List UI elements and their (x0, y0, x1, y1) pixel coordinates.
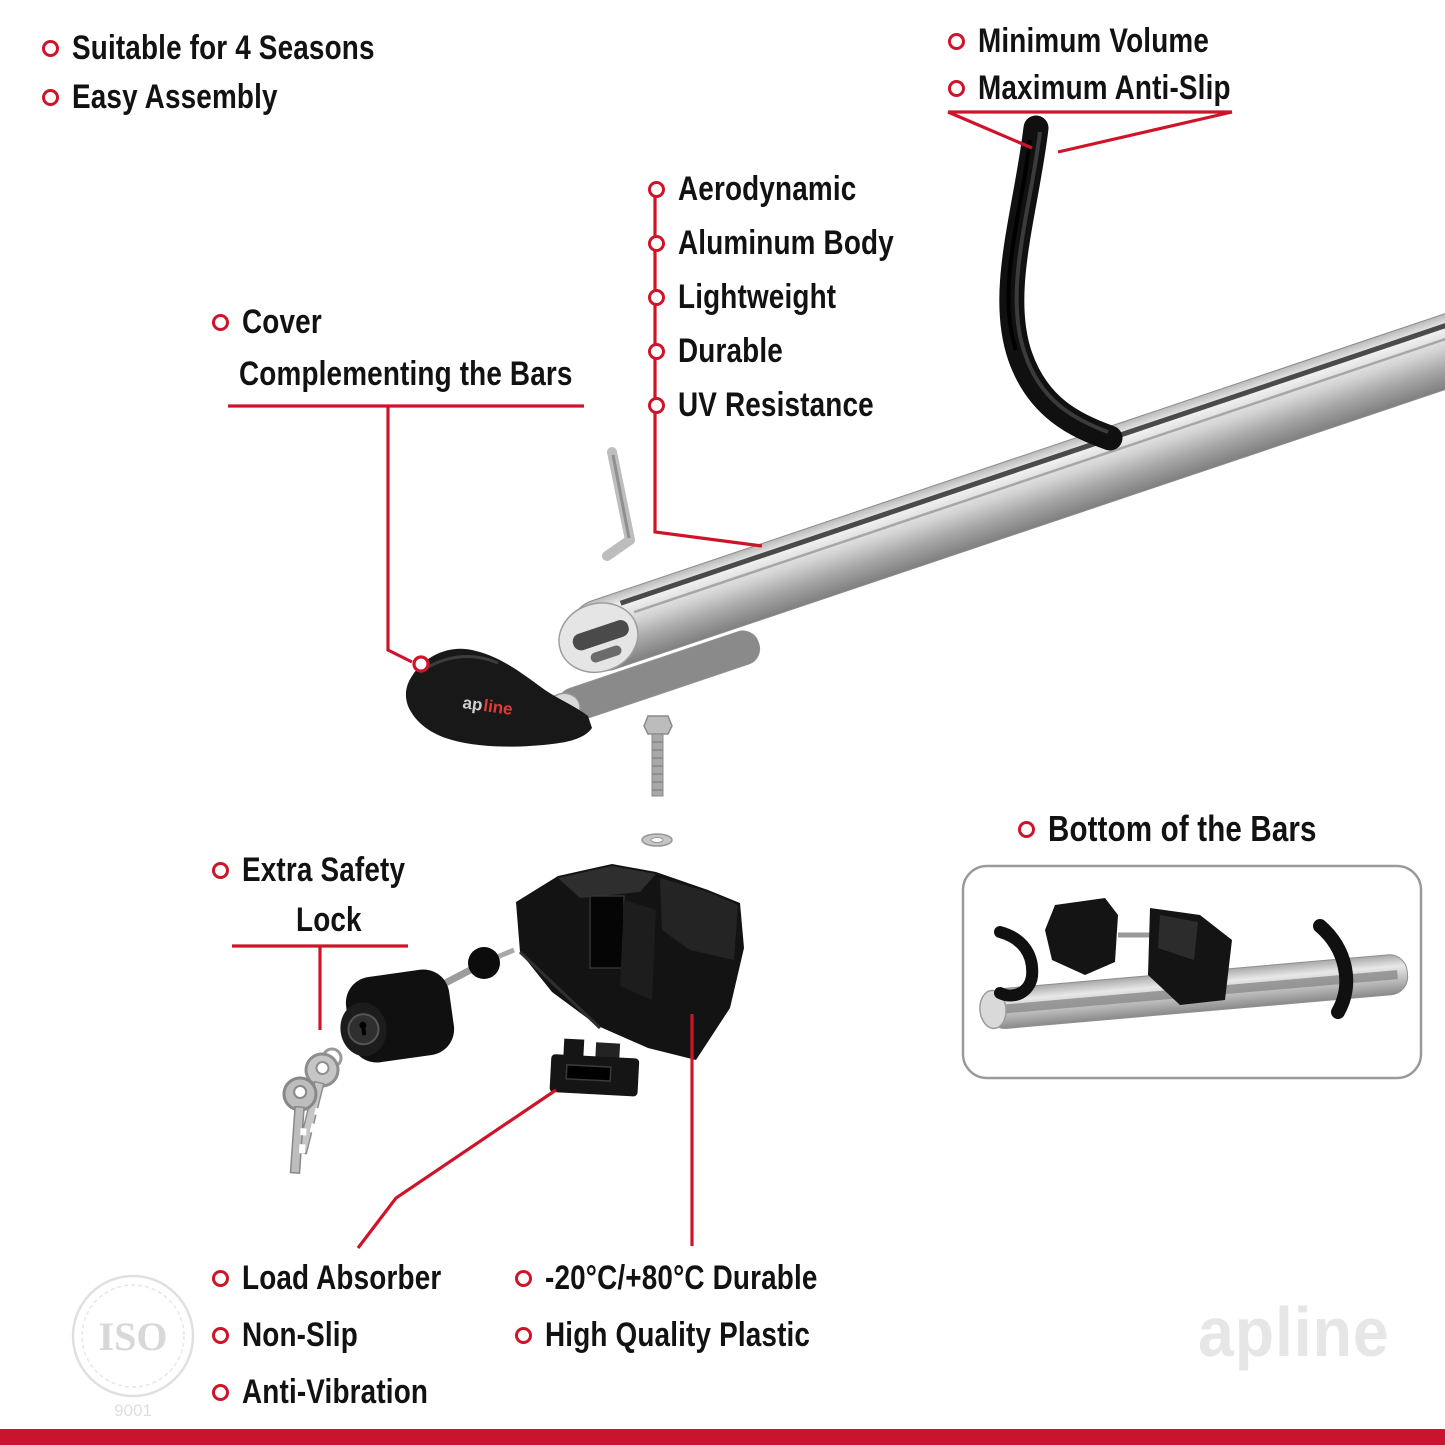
cover-pointer-ring (412, 655, 430, 673)
iso-text: ISO (99, 1314, 168, 1359)
crossbar-image (545, 304, 1445, 725)
footer-accent-bar (0, 1429, 1445, 1445)
rubber-strip-image (999, 115, 1123, 451)
lock-part-image (340, 947, 515, 1063)
cover-logo-line: line (482, 696, 514, 719)
allen-key-icon (602, 447, 635, 561)
foot-clamp-image (516, 864, 744, 1060)
keys-image (282, 1047, 343, 1174)
bracket-part-image (549, 1038, 640, 1097)
washer-image (641, 833, 673, 847)
cover-logo-ap: ap (461, 693, 483, 715)
iso-number: 9001 (114, 1401, 152, 1420)
cover-part-image: ap line (405, 648, 592, 747)
iso-seal-watermark: ISO 9001 (71, 1274, 195, 1420)
bolt-image (643, 715, 673, 797)
bottom-bars-panel (961, 864, 1423, 1080)
